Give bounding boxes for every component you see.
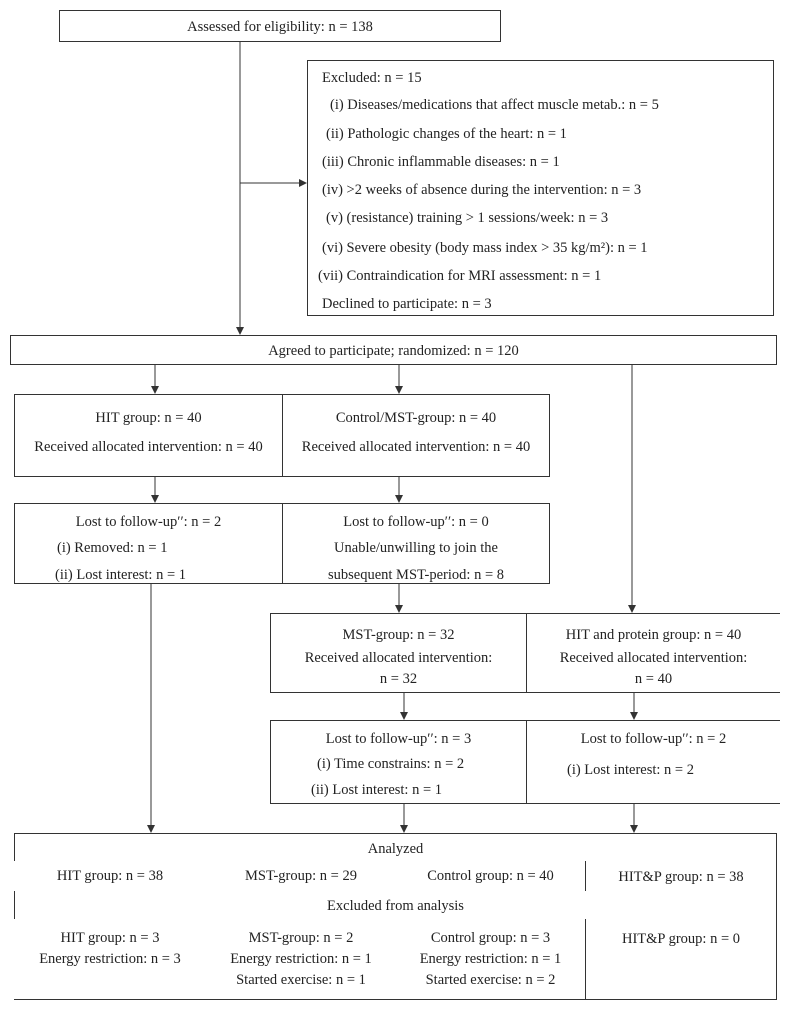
hit-group-received: Received allocated intervention: n = 40	[34, 439, 263, 455]
control-lost-title: Lost to follow-up′′: n = 0	[343, 514, 489, 530]
excluded-reason-1: (i) Diseases/medications that affect mus…	[330, 97, 659, 113]
mst-lost-reason-1: (i) Time constrains: n = 2	[317, 756, 465, 772]
excluded-reason-5: (v) (resistance) training > 1 sessions/w…	[326, 210, 609, 226]
hit-lost-box: Lost to follow-up′′: n = 2 (i) Removed: …	[14, 503, 283, 584]
hit-lost-title: Lost to follow-up′′: n = 2	[75, 514, 222, 530]
excluded-analysis-header-box: Excluded from analysis	[14, 891, 777, 921]
analyzed-hitp-text: HIT&P group: n = 38	[618, 869, 744, 885]
excluded-analysis-row: HIT group: n = 3 Energy restriction: n =…	[14, 919, 777, 1000]
analyzed-mst-text: MST-group: n = 29	[245, 868, 357, 884]
excluded-mst-line-1: MST-group: n = 2	[248, 930, 354, 946]
hitp-group-received: Received allocated intervention:	[559, 650, 748, 666]
mst-group-n: n = 32	[379, 671, 418, 687]
excluded-title: Excluded: n = 15	[322, 70, 422, 86]
hitp-group-n: n = 40	[634, 671, 673, 687]
analyzed-cell-hit: HIT group: n = 38	[14, 861, 207, 891]
mst-lost-box: Lost to follow-up′′: n = 3 (i) Time cons…	[270, 720, 527, 804]
analyzed-title: Analyzed	[367, 841, 424, 857]
hit-group-title: HIT group: n = 40	[95, 410, 202, 426]
excluded-box: Excluded: n = 15 (i) Diseases/medication…	[307, 60, 774, 316]
eligibility-box: Assessed for eligibility: n = 138	[59, 10, 501, 42]
mst-group-received: Received allocated intervention:	[304, 650, 493, 666]
excluded-cell-control: Control group: n = 3 Energy restriction:…	[396, 919, 586, 999]
excluded-reason-3: (iii) Chronic inflammable diseases: n = …	[322, 154, 560, 170]
control-group-box: Control/MST-group: n = 40 Received alloc…	[282, 394, 550, 477]
hitp-group-box: HIT and protein group: n = 40 Received a…	[526, 613, 780, 693]
mst-lost-title: Lost to follow-up′′: n = 3	[325, 731, 472, 747]
analyzed-row: HIT group: n = 38 MST-group: n = 29 Cont…	[14, 861, 777, 892]
excluded-hit-line-2: Energy restriction: n = 3	[39, 951, 181, 967]
randomized-box: Agreed to participate; randomized: n = 1…	[10, 335, 777, 365]
eligibility-text: Assessed for eligibility: n = 138	[187, 19, 373, 35]
control-group-title: Control/MST-group: n = 40	[335, 410, 497, 426]
declined-text: Declined to participate: n = 3	[322, 296, 492, 312]
excluded-reason-6: (vi) Severe obesity (body mass index > 3…	[322, 240, 648, 256]
mst-group-box: MST-group: n = 32 Received allocated int…	[270, 613, 527, 693]
excluded-reason-2: (ii) Pathologic changes of the heart: n …	[326, 126, 567, 142]
excluded-control-line-3: Started exercise: n = 2	[425, 972, 556, 988]
excluded-mst-line-3: Started exercise: n = 1	[236, 972, 366, 988]
hitp-lost-title: Lost to follow-up′′: n = 2	[580, 731, 727, 747]
analyzed-hit-text: HIT group: n = 38	[56, 868, 164, 884]
excluded-reason-7: (vii) Contraindication for MRI assessmen…	[318, 268, 602, 284]
hit-lost-reason-1: (i) Removed: n = 1	[57, 540, 168, 556]
hitp-group-title: HIT and protein group: n = 40	[565, 627, 742, 643]
hitp-lost-box: Lost to follow-up′′: n = 2 (i) Lost inte…	[526, 720, 780, 804]
excluded-reason-4: (iv) >2 weeks of absence during the inte…	[322, 182, 642, 198]
excluded-control-line-2: Energy restriction: n = 1	[419, 951, 562, 967]
mst-lost-reason-2: (ii) Lost interest: n = 1	[311, 782, 443, 798]
analyzed-cell-mst: MST-group: n = 29	[206, 861, 397, 891]
excluded-mst-line-2: Energy restriction: n = 1	[230, 951, 372, 967]
control-lost-reason-1: Unable/unwilling to join the	[334, 540, 498, 556]
control-group-received: Received allocated intervention: n = 40	[301, 439, 531, 455]
analyzed-cell-control: Control group: n = 40	[396, 861, 586, 891]
excluded-analysis-title: Excluded from analysis	[327, 898, 464, 914]
analyzed-control-text: Control group: n = 40	[427, 868, 554, 884]
analyzed-header-box: Analyzed	[14, 833, 777, 863]
mst-group-title: MST-group: n = 32	[342, 627, 455, 643]
excluded-hitp-line-1: HIT&P group: n = 0	[622, 931, 740, 947]
hit-lost-reason-2: (ii) Lost interest: n = 1	[55, 567, 187, 583]
excluded-cell-hit: HIT group: n = 3 Energy restriction: n =…	[14, 919, 207, 999]
control-lost-reason-2: subsequent MST-period: n = 8	[328, 567, 504, 583]
hit-group-box: HIT group: n = 40 Received allocated int…	[14, 394, 283, 477]
randomized-text: Agreed to participate; randomized: n = 1…	[268, 343, 519, 359]
excluded-hit-line-1: HIT group: n = 3	[60, 930, 160, 946]
excluded-control-line-1: Control group: n = 3	[430, 930, 551, 946]
excluded-cell-mst: MST-group: n = 2 Energy restriction: n =…	[206, 919, 397, 999]
hitp-lost-reason-1: (i) Lost interest: n = 2	[567, 762, 694, 778]
control-lost-box: Lost to follow-up′′: n = 0 Unable/unwill…	[282, 503, 550, 584]
